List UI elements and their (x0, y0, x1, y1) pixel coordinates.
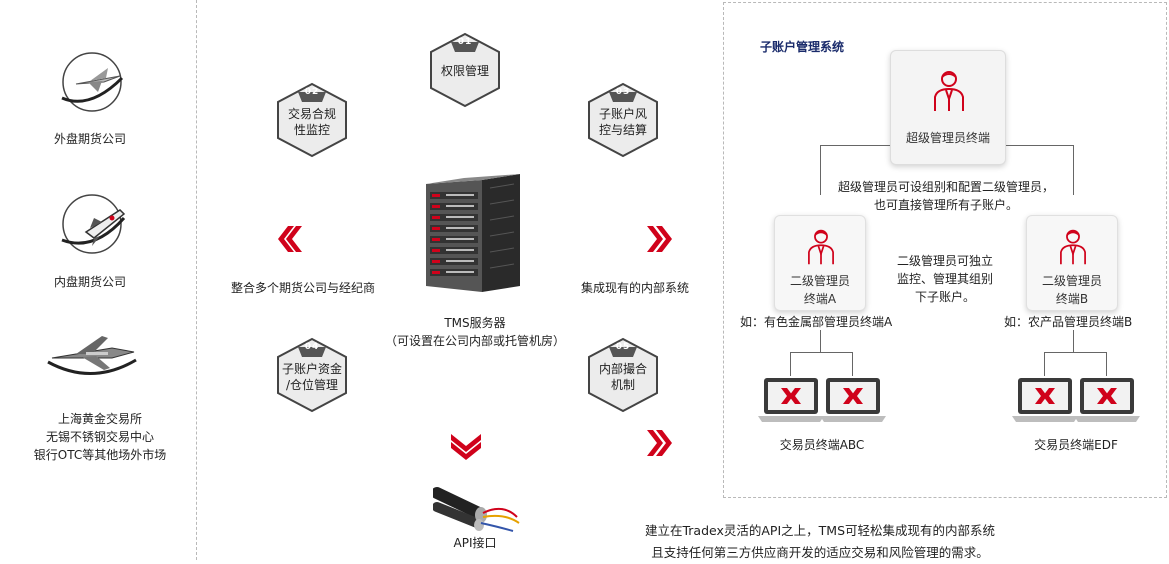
desc-line: 监控、管理其组别 (896, 272, 993, 286)
chevron-down-icon (451, 432, 481, 462)
hexagon-number: 01 (457, 37, 473, 47)
connector-line (1073, 145, 1074, 195)
hexagon-number: 02 (304, 87, 320, 97)
hexagon-label-line: 权限管理 (440, 64, 489, 78)
company-label-line: 无锡不锈钢交易中心 (45, 430, 154, 444)
laptop-icon (820, 376, 886, 424)
right-caption: 集成现有的内部系统 (580, 281, 689, 295)
api-label: API接口 (453, 536, 497, 550)
right-panel-title: 子账户管理系统 (760, 40, 845, 54)
company-label-line: 银行OTC等其他场外市场 (33, 448, 167, 462)
company-label-domestic: 内盘期货公司 (53, 275, 126, 289)
hexagon-label: 子账户风 控与结算 (585, 106, 661, 138)
connector-line (790, 352, 852, 353)
laptop-icon (1074, 376, 1140, 424)
admin-a-line: 二级管理员 (789, 274, 850, 288)
admin-b-label: 二级管理员 终端B (1027, 272, 1117, 308)
connector-line (820, 145, 821, 195)
hexagon-label: 子账户资金 /仓位管理 (274, 361, 350, 393)
hexagon-label-line: 交易合规 (287, 107, 336, 121)
hexagon-compliance: 02 交易合规 性监控 (274, 82, 350, 158)
hexagon-label-line: 内部撮合 (598, 362, 647, 376)
company-label-exchanges: 上海黄金交易所 无锡不锈钢交易中心 银行OTC等其他场外市场 (10, 410, 190, 464)
connector-line (1044, 352, 1045, 376)
desc-line: 下子账户。 (914, 290, 975, 304)
hexagon-label-line: 机制 (610, 378, 635, 392)
hexagon-permission: 01 权限管理 (427, 32, 503, 108)
hexagon-label-line: /仓位管理 (285, 378, 339, 392)
admin-b-card: 二级管理员 终端B (1026, 215, 1118, 311)
hexagon-label-line: 性监控 (293, 123, 330, 137)
desc-line: 超级管理员可设组别和配置二级管理员， (837, 180, 1054, 194)
connector-line (1073, 330, 1074, 352)
admin-b-line: 终端B (1055, 292, 1089, 306)
server-rack-icon (420, 174, 530, 294)
server-label: TMS服务器 （可设置在公司内部或托管机房） (365, 314, 585, 350)
super-admin-desc: 超级管理员可设组别和配置二级管理员， 也可直接管理所有子账户。 (826, 178, 1066, 214)
admin-a-line: 终端A (803, 292, 837, 306)
connector-line (1006, 145, 1073, 146)
hexagon-number: 04 (304, 342, 320, 352)
footer-line: 且支持任何第三方供应商开发的适应交易和风险管理的需求。 (651, 545, 989, 560)
left-caption: 整合多个期货公司与经纪商 (230, 281, 375, 295)
right-panel (723, 2, 1167, 498)
chevron-right-icon (647, 226, 677, 252)
connector-line (1044, 352, 1106, 353)
hexagon-label: 交易合规 性监控 (274, 106, 350, 138)
connector-line (852, 352, 853, 376)
connector-line (820, 145, 890, 146)
footer-text: 建立在Tradex灵活的API之上，TMS可轻松集成现有的内部系统 且支持任何第… (600, 520, 1040, 564)
rocket-icon (50, 188, 136, 260)
hexagon-number: 03 (615, 87, 631, 97)
desc-line: 二级管理员可独立 (896, 254, 993, 268)
admin-b-line: 二级管理员 (1041, 274, 1102, 288)
super-admin-card: 超级管理员终端 (890, 50, 1006, 165)
example-b: 如：农产品管理员终端B (1004, 315, 1133, 329)
example-a: 如：有色金属部管理员终端A (740, 315, 893, 329)
super-admin-label: 超级管理员终端 (905, 131, 990, 145)
company-label-overseas: 外盘期货公司 (53, 132, 126, 146)
user-icon (1057, 228, 1089, 270)
hexagon-label-line: 子账户资金 (281, 362, 342, 376)
chevron-left-icon (272, 226, 302, 252)
hexagon-label-line: 控与结算 (598, 123, 647, 137)
server-subtitle: （可设置在公司内部或托管机房） (384, 334, 565, 348)
admin-mid-desc: 二级管理员可独立 监控、管理其组别 下子账户。 (890, 252, 1000, 306)
server-title: TMS服务器 (444, 316, 506, 330)
traders-a-label: 交易员终端ABC (779, 438, 865, 452)
hexagon-label: 权限管理 (427, 63, 503, 79)
laptop-icon (1012, 376, 1078, 424)
cable-icon (431, 483, 523, 533)
footer-line: 建立在Tradex灵活的API之上，TMS可轻松集成现有的内部系统 (644, 523, 996, 538)
user-icon (931, 69, 967, 117)
connector-line (820, 330, 821, 352)
company-label-line: 上海黄金交易所 (57, 412, 142, 426)
hexagon-risk-settlement: 03 子账户风 控与结算 (585, 82, 661, 158)
desc-line: 也可直接管理所有子账户。 (873, 198, 1018, 212)
chevron-right-icon (647, 430, 677, 456)
hexagon-label-line: 子账户风 (598, 107, 647, 121)
hexagon-label: 内部撮合 机制 (585, 361, 661, 393)
connector-line (790, 352, 791, 376)
connector-line (1106, 352, 1107, 376)
user-icon (805, 228, 837, 270)
laptop-icon (758, 376, 824, 424)
hexagon-internal-matching: 05 内部撮合 机制 (585, 337, 661, 413)
left-panel (0, 0, 197, 560)
jet-icon (42, 330, 142, 386)
airplane-icon (50, 48, 130, 118)
traders-b-label: 交易员终端EDF (1034, 438, 1118, 452)
admin-a-label: 二级管理员 终端A (775, 272, 865, 308)
admin-a-card: 二级管理员 终端A (774, 215, 866, 311)
hexagon-funds-position: 04 子账户资金 /仓位管理 (274, 337, 350, 413)
hexagon-number: 05 (615, 342, 631, 352)
